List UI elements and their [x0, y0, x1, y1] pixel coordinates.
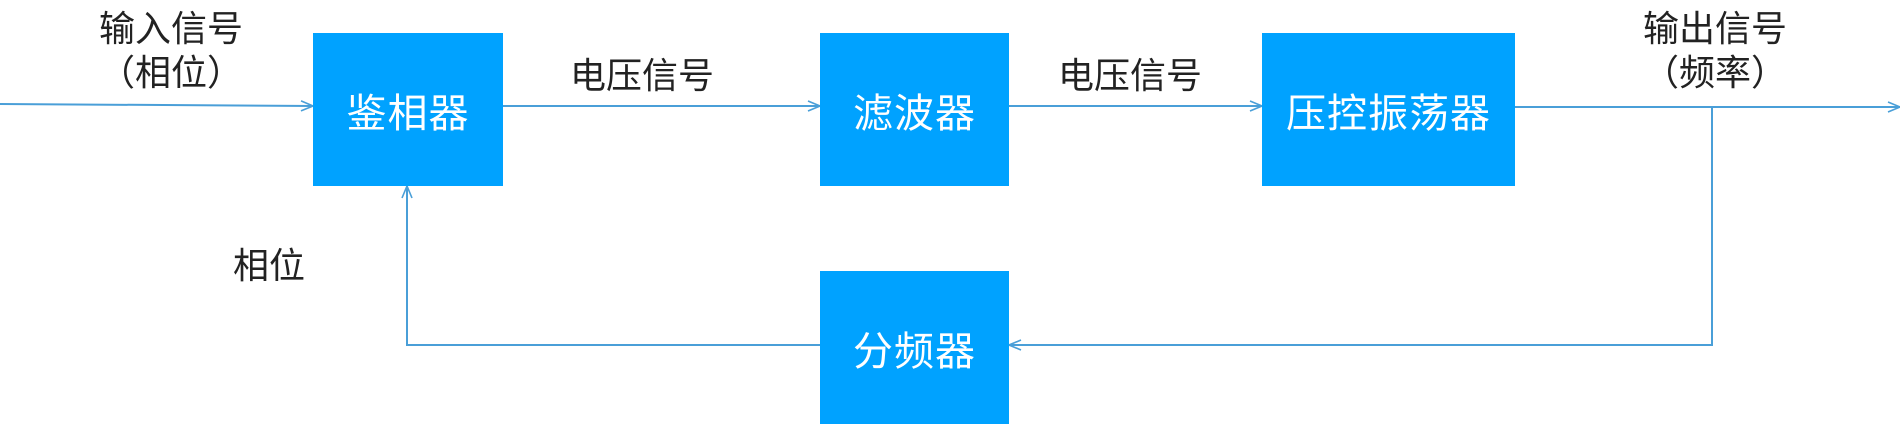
- divider-block: 分频器: [820, 271, 1009, 424]
- input-signal-label: 输入信号 （相位）: [66, 8, 276, 96]
- input-arrow: [0, 104, 313, 106]
- feedback-phase-label: 相位: [233, 246, 306, 287]
- voltage-signal-label-2: 电压信号: [1058, 56, 1203, 97]
- divider-to-detector-arrow: [407, 186, 820, 346]
- phase-detector-label: 鉴相器: [346, 90, 470, 137]
- output-signal-text: 输出信号: [1642, 9, 1787, 50]
- voltage-signal-label-1: 电压信号: [570, 56, 715, 97]
- phase-detector-block: 鉴相器: [313, 33, 503, 186]
- output-frequency-text: （频率）: [1642, 53, 1787, 94]
- vco-label: 压控振荡器: [1286, 90, 1491, 137]
- output-signal-label: 输出信号 （频率）: [1615, 8, 1815, 96]
- input-signal-text: 输入信号: [98, 9, 243, 50]
- filter-label: 滤波器: [853, 90, 976, 137]
- vco-block: 压控振荡器: [1262, 33, 1515, 186]
- divider-label: 分频器: [853, 328, 976, 375]
- filter-block: 滤波器: [820, 33, 1009, 186]
- feedback-to-divider-arrow: [1009, 107, 1713, 345]
- input-phase-text: （相位）: [98, 53, 243, 94]
